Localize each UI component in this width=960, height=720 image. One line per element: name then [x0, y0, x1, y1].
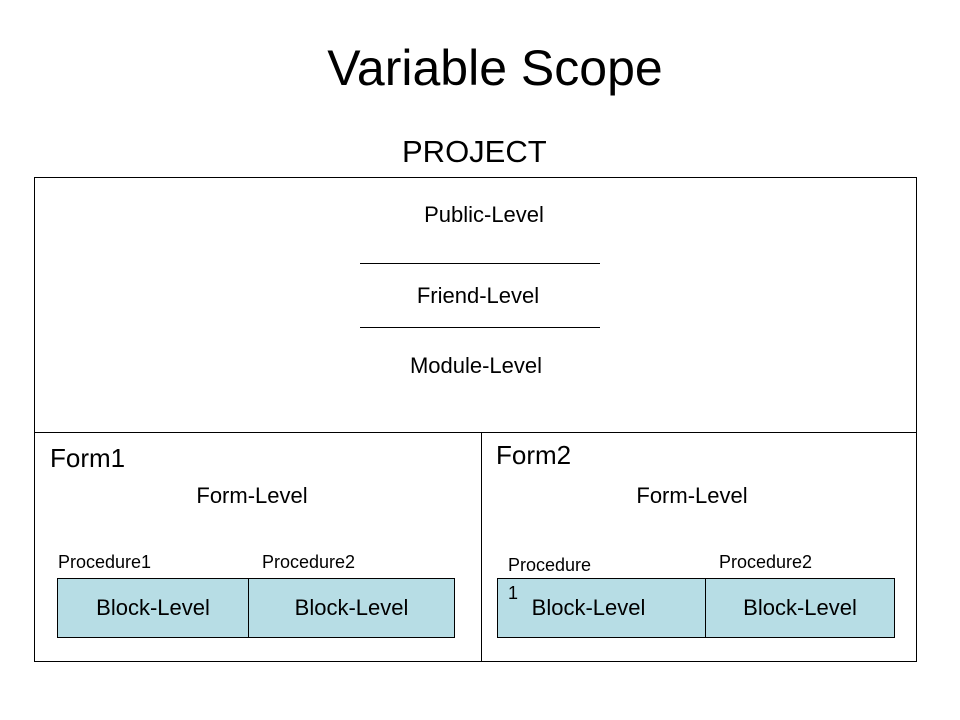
form1-label: Form1 — [50, 443, 126, 473]
friend-level-label: Friend-Level — [416, 283, 540, 308]
module-level-label: Module-Level — [409, 353, 543, 378]
form2-procedure2-label: Procedure2 — [719, 552, 813, 572]
project-form-divider — [34, 432, 917, 433]
form2-procedure1-label: Procedure — [508, 555, 592, 575]
form1-procedure1-label: Procedure1 — [58, 552, 152, 572]
form-divider — [481, 432, 482, 662]
form1-block-group: Block-Level Block-Level — [57, 578, 455, 638]
form2-level-label: Form-Level — [636, 483, 748, 508]
form1-block1: Block-Level — [58, 579, 249, 637]
friend-module-separator — [360, 327, 600, 328]
form2-block1: Block-Level — [498, 579, 706, 637]
form2-label: Form2 — [496, 440, 572, 470]
form2-block-group: Block-Level Block-Level — [497, 578, 895, 638]
project-box — [34, 177, 917, 662]
public-level-label: Public-Level — [424, 202, 544, 227]
form2-procedure1-suffix: 1 — [508, 583, 519, 603]
form1-procedure2-label: Procedure2 — [262, 552, 356, 572]
public-friend-separator — [360, 263, 600, 264]
form1-level-label: Form-Level — [196, 483, 308, 508]
form2-block2: Block-Level — [743, 595, 857, 620]
slide-title: Variable Scope — [327, 40, 663, 96]
form1-block2: Block-Level — [294, 595, 409, 620]
project-label: PROJECT — [402, 134, 547, 169]
